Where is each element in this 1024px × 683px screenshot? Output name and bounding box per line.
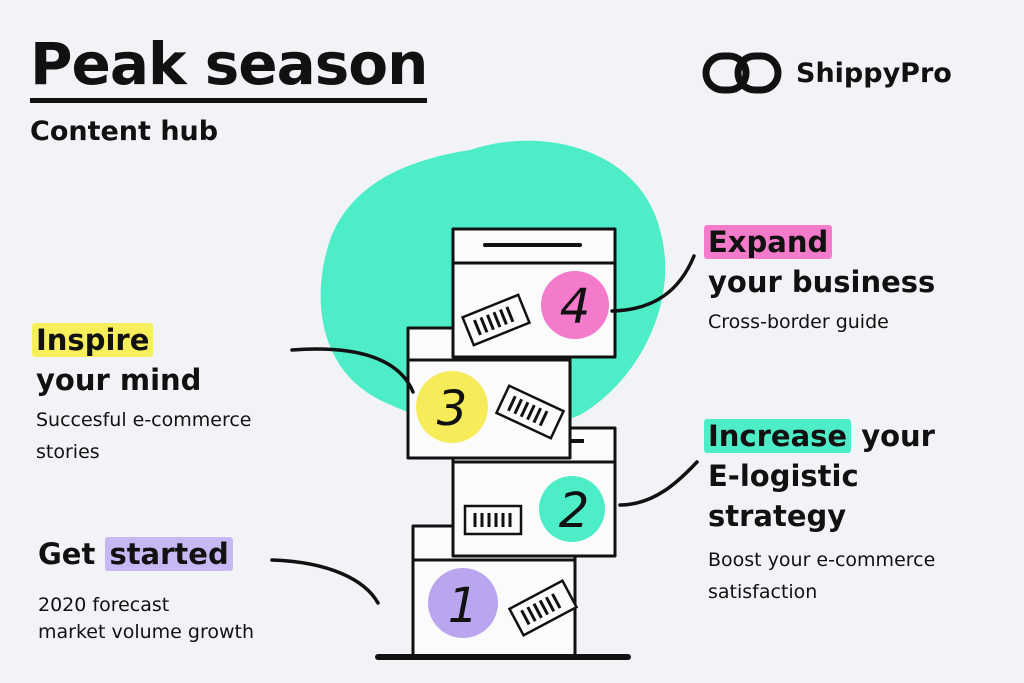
number-circle-4 [541,271,609,339]
number-circle-3 [416,371,488,443]
section-increase[interactable]: Increase your E-logistic strategy Boost … [704,416,936,608]
expand-highlight: Expand [704,225,833,259]
get-started-highlight: started [105,537,233,571]
inspire-desc-line1: Succesful e-commerce [36,409,252,431]
increase-desc-line2: satisfaction [708,581,818,603]
number-circle-1 [428,568,498,638]
barcode-label-icon [460,293,532,347]
get-started-plain: Get [38,537,106,571]
brand-name: ShippyPro [796,57,952,89]
expand-heading-line2: your business [708,265,936,299]
brand-logo[interactable]: ShippyPro [702,50,952,96]
section-inspire[interactable]: Inspire your mind Succesful e-commerce s… [32,320,252,468]
increase-plain: your [851,419,935,453]
get-started-desc-line2: market volume growth [38,621,255,643]
box-number-2: 2 [559,483,590,539]
box-number-1: 1 [448,578,479,634]
expand-desc-line1: Cross-border guide [708,311,889,333]
increase-heading-line2: E-logistic [708,459,859,493]
box-number-3: 3 [437,381,468,437]
inspire-heading-line2: your mind [36,363,202,397]
get-started-desc-line1: 2020 forecast [38,594,170,616]
increase-heading-line3: strategy [708,499,847,533]
increase-highlight: Increase [704,419,852,453]
interlocked-rings-icon [702,52,782,94]
box-number-4: 4 [560,279,591,335]
barcode-label-icon [507,578,579,638]
barcode-label-icon [463,504,523,536]
inspire-highlight: Inspire [32,323,154,357]
barcode-label-icon [494,384,566,440]
page-title: Peak season [30,30,428,103]
increase-desc-line1: Boost your e-commerce [708,549,936,571]
page-subtitle: Content hub [30,116,219,147]
section-get-started[interactable]: Get started 2020 forecast market volume … [38,534,254,646]
connector-line-3 [290,347,415,394]
connector-line-4 [610,254,696,313]
inspire-desc-line2: stories [36,441,100,463]
section-expand[interactable]: Expand your business Cross-border guide [704,222,936,338]
connector-line-1 [270,558,380,605]
connector-line-2 [618,460,699,507]
number-circle-2 [539,476,605,542]
